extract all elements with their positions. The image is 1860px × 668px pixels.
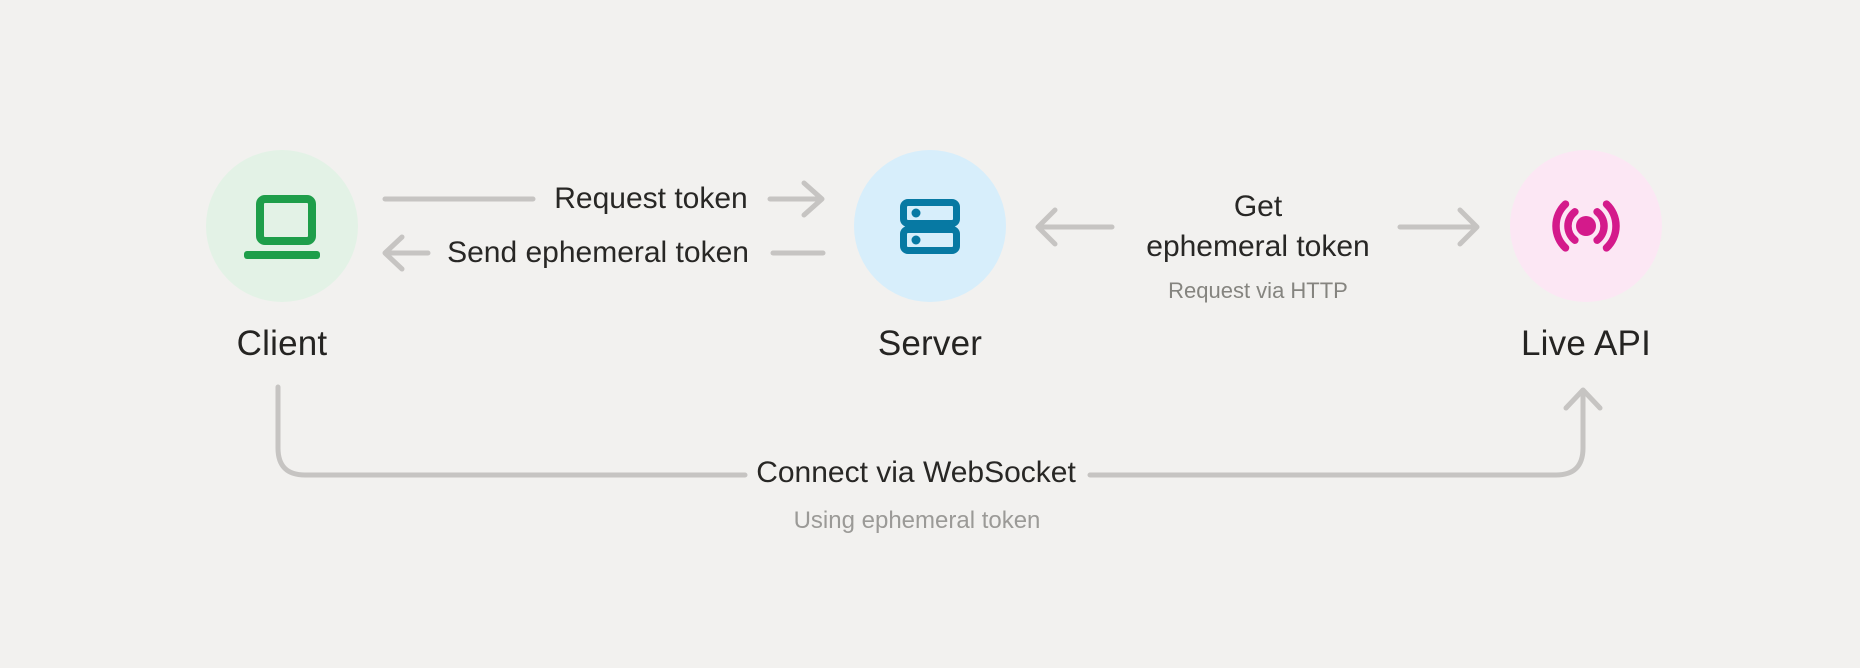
client-label: Client [236,324,328,363]
request-token-label: Request token [554,182,748,215]
live-api-node: Live API [1510,150,1662,364]
send-ephemeral-token-arrow [382,234,431,272]
client-circle [206,150,358,302]
request-via-http-label: Request via HTTP [1168,278,1348,303]
websocket-connector-left [275,384,748,478]
server-node: Server [854,150,1006,364]
live-api-circle [1510,150,1662,302]
get-ephemeral-token-left-arrow [1035,207,1115,247]
connect-websocket-label: Connect via WebSocket [756,456,1076,489]
client-node: Client [206,150,358,364]
server-label: Server [877,324,983,363]
websocket-connector-right-arrow [1087,387,1603,478]
get-ephemeral-token-right-arrow [1397,207,1480,247]
using-ephemeral-token-label: Using ephemeral token [793,507,1041,534]
get-ephemeral-token-label: Get ephemeral token [1146,190,1370,263]
broadcast-icon [1552,200,1620,252]
server-icon [900,198,960,254]
laptop-icon [244,195,320,259]
request-token-arrow [767,180,825,218]
server-circle [854,150,1006,302]
send-ephemeral-token-label: Send ephemeral token [447,236,749,269]
live-api-label: Live API [1520,324,1651,363]
